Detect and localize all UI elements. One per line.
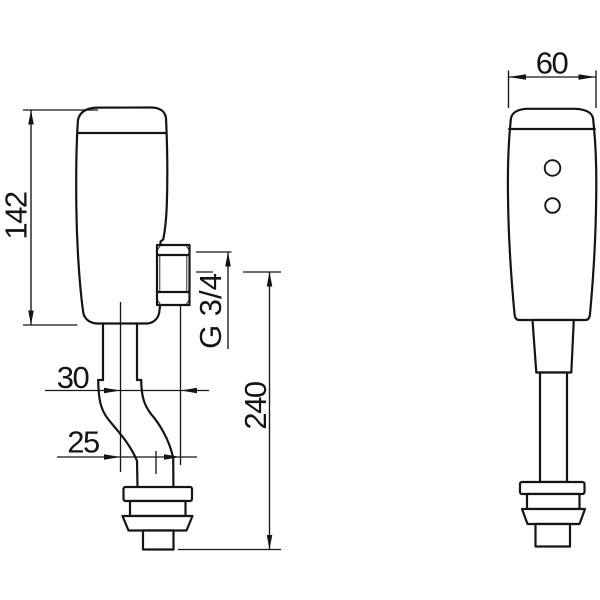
dimension-label: 142 [0, 192, 34, 239]
bend-pipe-left-edge [97, 378, 139, 489]
dimension-body-height: 142 [0, 109, 98, 326]
flange-collar [518, 480, 586, 496]
bend-pipe-right-edge [140, 378, 175, 489]
dimension-thread: G 3/4 [193, 251, 232, 349]
arrow-left [508, 74, 526, 80]
dimension-label: G 3/4 [193, 273, 228, 349]
dimension-install-height: 240 [178, 271, 281, 551]
valve-body-front [506, 107, 598, 322]
wall-flange-front [518, 480, 587, 548]
body-neck [531, 318, 575, 374]
arrow-right [578, 74, 596, 80]
dimension-body-width: 60 [507, 46, 597, 108]
dimension-label: 60 [536, 46, 569, 81]
arrow-right [104, 454, 121, 460]
down-pipe [538, 371, 569, 484]
arrow-up [266, 272, 273, 287]
wall-flange-side [121, 485, 194, 551]
hex-nut-facet-verticals [159, 255, 188, 292]
dimensions-layer: 142 30 25 G 3/4 [0, 46, 597, 551]
outlet-stub [534, 522, 572, 548]
hex-nut-outlet [155, 243, 191, 307]
arrow-right [104, 387, 121, 394]
flange-collar [122, 485, 194, 503]
hex-nut-chamfers [156, 245, 190, 305]
dimension-label: 25 [67, 425, 99, 460]
front-view [506, 107, 598, 548]
dimension-label: 30 [57, 360, 90, 395]
sensor-button-lower [544, 197, 561, 214]
arrow-down [28, 310, 34, 325]
flange-ring [128, 499, 187, 518]
arrow-up [225, 252, 231, 267]
dimension-pipe-offset: 30 [45, 360, 209, 395]
outlet-stub [141, 529, 175, 551]
side-view [75, 106, 194, 551]
sensor-button-upper [543, 159, 562, 177]
dimension-label: 240 [238, 381, 273, 429]
arrow-right [164, 454, 181, 460]
flange-ring [525, 492, 581, 511]
upper-pipe [101, 322, 139, 382]
hex-nut-facet-lines [155, 253, 191, 294]
arrow-down [266, 535, 273, 550]
flange-cone [121, 514, 194, 532]
flange-cone [520, 507, 587, 526]
valve-body-side [75, 106, 169, 325]
dimension-lower-offset: 25 [57, 425, 197, 460]
arrow-up [28, 110, 34, 125]
arrow-left [181, 387, 197, 394]
